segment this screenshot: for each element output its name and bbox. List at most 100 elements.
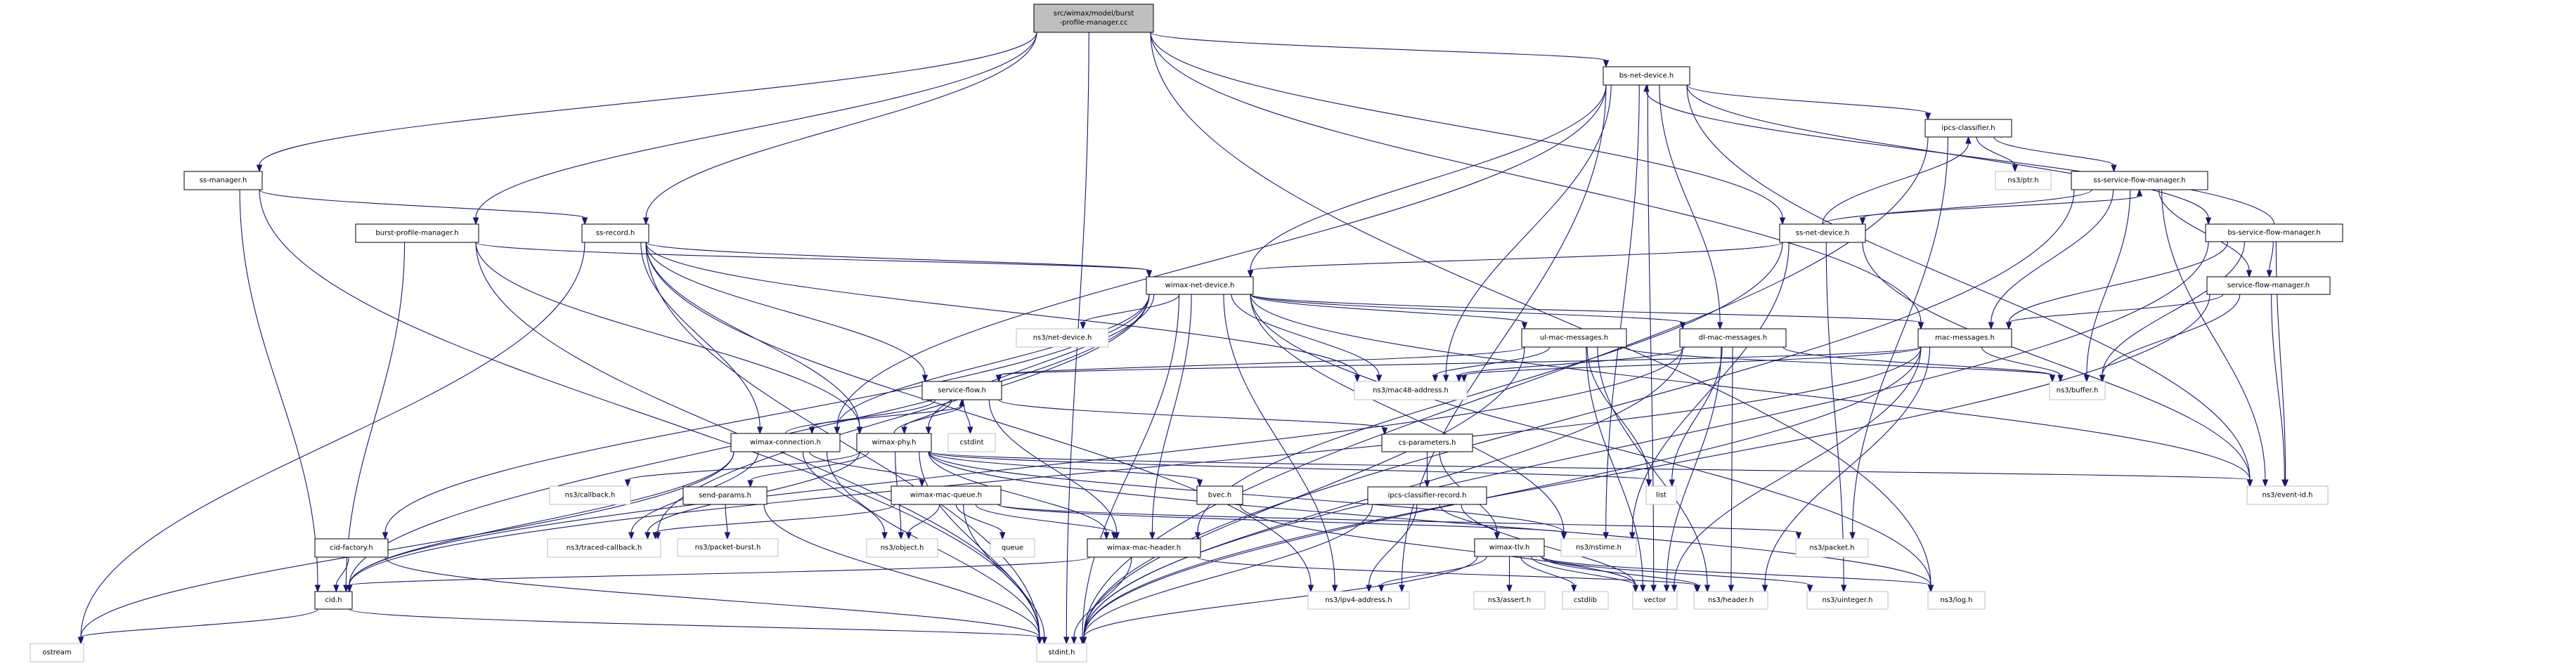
edge-wimax-tlv-to-vector — [1531, 556, 1636, 586]
arrowhead-wimax-tlv-to-ns3-log — [1927, 585, 1934, 593]
node-wimax-mac-header[interactable]: wimax-mac-header.h — [1087, 538, 1201, 558]
arrowhead-wimax-net-device-to-wimax-connection — [834, 426, 841, 435]
node-label: ns3/header.h — [1708, 596, 1754, 604]
node-ss-record[interactable]: ss-record.h — [581, 223, 649, 243]
edge-ss-net-device-to-wimax-mac-header — [1197, 242, 1783, 533]
node-wimax-phy[interactable]: wimax-phy.h — [856, 433, 932, 452]
node-label: ns3/uinteger.h — [1822, 596, 1872, 604]
arrowhead-bs-net-device-to-ns3-mac48-address — [1443, 374, 1449, 383]
node-ipcs-classifier-record[interactable]: ipcs-classifier-record.h — [1367, 486, 1487, 505]
edge-wimax-net-device-to-ns3-nstime — [1250, 294, 1565, 533]
node-label: ns3/log.h — [1940, 596, 1972, 604]
node-burst-profile-manager[interactable]: burst-profile-manager.h — [355, 223, 479, 243]
node-cs-parameters[interactable]: cs-parameters.h — [1381, 433, 1473, 452]
node-list: list — [1645, 485, 1677, 505]
edge-bs-net-device-to-vector — [1647, 84, 1655, 586]
arrowhead-wimax-tlv-to-ns3-header — [1695, 585, 1701, 593]
node-box — [549, 485, 631, 505]
node-label: cid.h — [325, 596, 342, 604]
node-box — [1779, 223, 1866, 243]
edge-ipcs-classifier-record-to-stdint — [1083, 504, 1373, 638]
arrowhead-wimax-net-device-to-cid-factory — [382, 532, 389, 540]
edge-cid-to-ostream — [80, 608, 318, 638]
arrowhead-ss-net-device-to-wimax-net-device — [1247, 270, 1254, 278]
node-ipcs-classifier[interactable]: ipcs-classifier.h — [1924, 119, 2012, 138]
arrowhead-service-flow-manager-to-ns3-buffer — [2099, 374, 2106, 383]
arrowhead-ss-net-device-to-wimax-mac-header — [1194, 532, 1201, 540]
node-label: ul-mac-messages.h — [1540, 334, 1608, 342]
node-cid[interactable]: cid.h — [314, 591, 353, 610]
node-ns3-assert: ns3/assert.h — [1473, 591, 1546, 610]
node-bs-service-flow-manager[interactable]: bs-service-flow-manager.h — [2205, 223, 2343, 242]
node-box — [2205, 223, 2343, 242]
edge-ss-service-flow-manager-to-stdint — [1083, 189, 2075, 638]
arrowhead-ss-manager-to-ss-record — [581, 217, 588, 226]
node-send-params[interactable]: send-params.h — [682, 486, 768, 505]
node-ns3-ptr: ns3/ptr.h — [1995, 171, 2052, 190]
node-mac-messages[interactable]: mac-messages.h — [1917, 328, 2012, 348]
edge-dl-mac-messages-to-ns3-mac48-address — [1458, 346, 1685, 376]
node-box — [1693, 591, 1768, 610]
node-wimax-tlv[interactable]: wimax-tlv.h — [1474, 538, 1545, 557]
node-label: ns3/object.h — [881, 544, 924, 552]
edge-bs-net-device-to-wimax-connection — [836, 84, 1607, 428]
node-box — [355, 223, 479, 243]
node-label: src/wimax/model/burst — [1054, 10, 1134, 18]
edge-bs-net-device-to-ipcs-classifier — [1686, 84, 1929, 114]
node-box — [2071, 171, 2208, 190]
edge-ul-mac-messages-to-service-flow — [998, 346, 1525, 376]
edge-service-flow-manager-to-stdint — [1083, 294, 2211, 638]
arrowhead-cid-to-stdint — [1036, 636, 1043, 645]
arrowhead-root-to-stdint — [1063, 636, 1070, 645]
node-box — [677, 538, 779, 557]
node-ul-mac-messages[interactable]: ul-mac-messages.h — [1521, 328, 1627, 348]
node-label: ipcs-classifier-record.h — [1387, 492, 1466, 500]
edge-wimax-net-device-to-ns3-ipv4-address — [1223, 294, 1335, 586]
edge-dl-mac-messages-to-cid — [349, 346, 1683, 586]
edge-wimax-net-device-to-ns3-log — [1250, 294, 1931, 586]
node-wimax-net-device[interactable]: wimax-net-device.h — [1146, 276, 1254, 295]
arrowhead-ss-service-flow-manager-to-mac-messages — [1988, 322, 1995, 330]
node-dl-mac-messages[interactable]: dl-mac-messages.h — [1679, 328, 1787, 348]
node-label: ns3/ptr.h — [2007, 177, 2038, 185]
node-ns3-packet: ns3/packet.h — [1795, 538, 1869, 558]
arrowhead-wimax-phy-to-ns3-traced-callback — [645, 532, 651, 540]
node-ss-service-flow-manager[interactable]: ss-service-flow-manager.h — [2071, 171, 2208, 190]
edge-ss-service-flow-manager-to-mac-messages — [1991, 189, 2114, 323]
arrowhead-root-to-ss-net-device — [1779, 217, 1786, 226]
node-box — [314, 591, 353, 610]
edge-service-flow-to-wimax-phy — [903, 399, 952, 428]
edge-wimax-phy-to-wimax-mac-header — [928, 451, 1107, 533]
node-label: ns3/buffer.h — [2057, 387, 2099, 395]
arrowhead-wimax-mac-queue-to-ns3-packet — [1795, 532, 1802, 540]
node-service-flow[interactable]: service-flow.h — [921, 381, 1002, 400]
arrowhead-bs-net-device-to-dl-mac-messages — [1716, 322, 1723, 330]
arrowhead-wimax-phy-to-bvec — [1196, 479, 1203, 488]
node-wimax-mac-queue[interactable]: wimax-mac-queue.h — [891, 485, 1002, 505]
node-label: wimax-mac-header.h — [1107, 544, 1181, 552]
edge-wimax-mac-queue-to-stdint — [963, 504, 1045, 638]
node-root[interactable]: src/wimax/model/burst-profile-manager.cc — [1033, 4, 1154, 33]
edge-root-to-mac-messages — [1150, 32, 1922, 323]
node-ss-net-device[interactable]: ss-net-device.h — [1779, 223, 1866, 243]
nodes-layer: src/wimax/model/burst-profile-manager.cc… — [30, 4, 2343, 662]
edge-ul-mac-messages-to-ns3-buffer — [1623, 346, 2053, 376]
edges-layer — [77, 32, 2289, 645]
edge-wimax-mac-queue-to-ns3-packet — [997, 504, 1799, 533]
edge-wimax-tlv-to-ns3-header — [1541, 556, 1698, 586]
edge-ipcs-classifier-record-to-vector — [1461, 504, 1636, 586]
node-ss-manager[interactable]: ss-manager.h — [183, 171, 263, 190]
node-service-flow-manager[interactable]: service-flow-manager.h — [2206, 276, 2331, 295]
node-bvec[interactable]: bvec.h — [1196, 485, 1243, 505]
edge-service-flow-manager-to-ns3-buffer — [2102, 294, 2241, 376]
arrowhead-ss-record-to-ns3-mac48-address — [1354, 374, 1361, 383]
node-bs-net-device[interactable]: bs-net-device.h — [1603, 66, 1690, 86]
node-wimax-connection[interactable]: wimax-connection.h — [730, 433, 841, 452]
node-box — [30, 643, 84, 662]
edge-ipcs-classifier-record-to-wimax-tlv — [1439, 504, 1498, 533]
node-box — [1033, 4, 1154, 33]
edge-mac-messages-to-ns3-header — [1764, 346, 1931, 586]
edge-ss-net-device-to-wimax-net-device — [1250, 242, 1783, 271]
node-cid-factory[interactable]: cid-factory.h — [314, 538, 389, 558]
arrowhead-mac-messages-to-ns3-buffer — [2057, 374, 2064, 383]
